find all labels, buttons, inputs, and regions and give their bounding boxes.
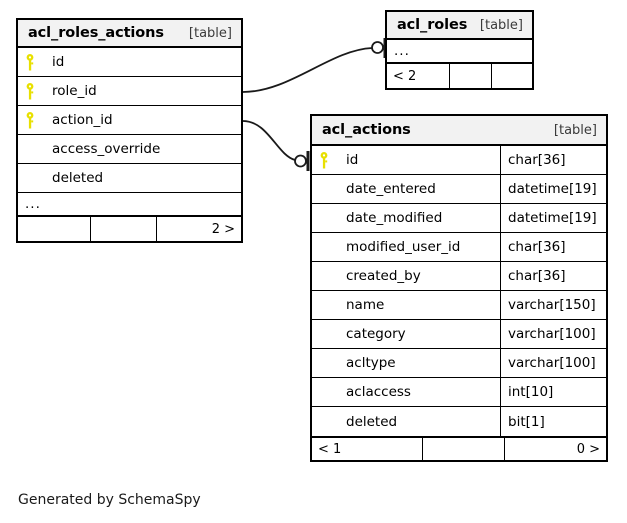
primary-key-icon xyxy=(26,53,52,71)
column-name-cell: deleted xyxy=(18,164,241,192)
column-type: char[36] xyxy=(500,146,606,174)
table-row[interactable]: created_by char[36] xyxy=(312,262,606,291)
column-label: created_by xyxy=(346,268,421,284)
column-name-cell: category xyxy=(312,320,500,348)
column-type: int[10] xyxy=(500,378,606,406)
column-name-cell: created_by xyxy=(312,262,500,290)
table-footer-acl-actions: < 1 0 > xyxy=(312,436,606,460)
table-acl-roles-actions[interactable]: acl_roles_actions [table] id xyxy=(16,18,243,243)
column-list-acl-roles: ... xyxy=(387,40,532,64)
column-type: datetime[19] xyxy=(500,175,606,203)
column-name-cell: name xyxy=(312,291,500,319)
table-title: acl_actions xyxy=(322,122,411,138)
table-title: acl_roles_actions xyxy=(28,25,164,41)
table-row[interactable]: role_id xyxy=(18,77,241,106)
table-kind-label: [table] xyxy=(553,122,597,138)
column-label: id xyxy=(346,152,359,168)
table-row[interactable]: date_entered datetime[19] xyxy=(312,175,606,204)
column-name-cell: aclaccess xyxy=(312,378,500,406)
column-name-cell: access_override xyxy=(18,135,241,163)
table-row[interactable]: modified_user_id char[36] xyxy=(312,233,606,262)
column-name-cell: deleted xyxy=(312,407,500,436)
footer-child-count: 2 > xyxy=(156,217,241,241)
footer-child-count xyxy=(491,64,532,88)
relationship-line-action-id-to-acl-actions xyxy=(242,120,296,161)
table-header-acl-roles-actions: acl_roles_actions [table] xyxy=(18,20,241,48)
column-name-cell: modified_user_id xyxy=(312,233,500,261)
column-label: date_entered xyxy=(346,181,436,197)
column-label: id xyxy=(52,54,65,70)
column-type: datetime[19] xyxy=(500,204,606,232)
table-row[interactable]: deleted xyxy=(18,164,241,193)
more-columns-indicator: ... xyxy=(18,193,241,217)
column-label: deleted xyxy=(52,170,104,186)
table-row[interactable]: date_modified datetime[19] xyxy=(312,204,606,233)
table-acl-actions[interactable]: acl_actions [table] id char[36] xyxy=(310,114,608,462)
table-title: acl_roles xyxy=(397,17,468,33)
column-name-cell: acltype xyxy=(312,349,500,377)
column-name-cell: date_entered xyxy=(312,175,500,203)
column-label: aclaccess xyxy=(346,384,411,400)
column-name-cell: role_id xyxy=(18,77,241,105)
generated-by-caption: Generated by SchemaSpy xyxy=(18,492,201,508)
column-label: deleted xyxy=(346,413,398,430)
column-name-cell: id xyxy=(312,146,500,174)
table-kind-label: [table] xyxy=(188,25,232,41)
primary-key-icon xyxy=(26,111,52,129)
table-kind-label: [table] xyxy=(479,17,523,33)
column-label: name xyxy=(346,297,385,313)
table-row[interactable]: category varchar[100] xyxy=(312,320,606,349)
table-footer-acl-roles: < 2 xyxy=(387,64,532,88)
footer-middle-cell xyxy=(449,64,491,88)
footer-middle-cell xyxy=(90,217,156,241)
column-label: access_override xyxy=(52,141,161,157)
footer-parent-count: < 1 xyxy=(318,441,342,457)
column-list-acl-actions: id char[36] date_entered datetime[19] da… xyxy=(312,146,606,436)
footer-middle-cell xyxy=(422,438,504,460)
table-row[interactable]: access_override xyxy=(18,135,241,164)
column-list-acl-roles-actions: id role_id xyxy=(18,48,241,217)
table-acl-roles[interactable]: acl_roles [table] ... < 2 xyxy=(385,10,534,90)
primary-key-icon xyxy=(26,82,52,100)
column-type: bit[1] xyxy=(500,407,606,436)
cardinality-zero-circle-acl-roles xyxy=(371,41,384,54)
more-columns-indicator: ... xyxy=(387,40,532,64)
footer-parent-count xyxy=(18,217,90,241)
table-footer-acl-roles-actions: 2 > xyxy=(18,217,241,241)
column-label: date_modified xyxy=(346,210,443,226)
column-label: modified_user_id xyxy=(346,239,461,255)
column-name-cell: action_id xyxy=(18,106,241,134)
column-type: varchar[100] xyxy=(500,320,606,348)
column-type: char[36] xyxy=(500,262,606,290)
column-label: category xyxy=(346,326,406,342)
table-header-acl-actions: acl_actions [table] xyxy=(312,116,606,146)
column-type: varchar[150] xyxy=(500,291,606,319)
table-row[interactable]: acltype varchar[100] xyxy=(312,349,606,378)
table-row[interactable]: action_id xyxy=(18,106,241,135)
footer-child-count: 0 > xyxy=(504,438,606,460)
column-label: acltype xyxy=(346,355,396,371)
column-name-cell: date_modified xyxy=(312,204,500,232)
table-row[interactable]: aclaccess int[10] xyxy=(312,378,606,407)
column-label: role_id xyxy=(52,83,97,99)
column-label: action_id xyxy=(52,112,113,128)
table-row[interactable]: id char[36] xyxy=(312,146,606,175)
column-type: char[36] xyxy=(500,233,606,261)
column-name-cell: id xyxy=(18,48,241,76)
table-row[interactable]: name varchar[150] xyxy=(312,291,606,320)
footer-parent-count: < 2 xyxy=(393,68,417,84)
table-row[interactable]: deleted bit[1] xyxy=(312,407,606,436)
table-header-acl-roles: acl_roles [table] xyxy=(387,12,532,40)
table-row[interactable]: id xyxy=(18,48,241,77)
cardinality-zero-circle-acl-actions xyxy=(294,154,307,168)
relationship-line-role-id-to-acl-roles xyxy=(242,47,373,93)
column-type: varchar[100] xyxy=(500,349,606,377)
primary-key-icon xyxy=(320,151,346,169)
